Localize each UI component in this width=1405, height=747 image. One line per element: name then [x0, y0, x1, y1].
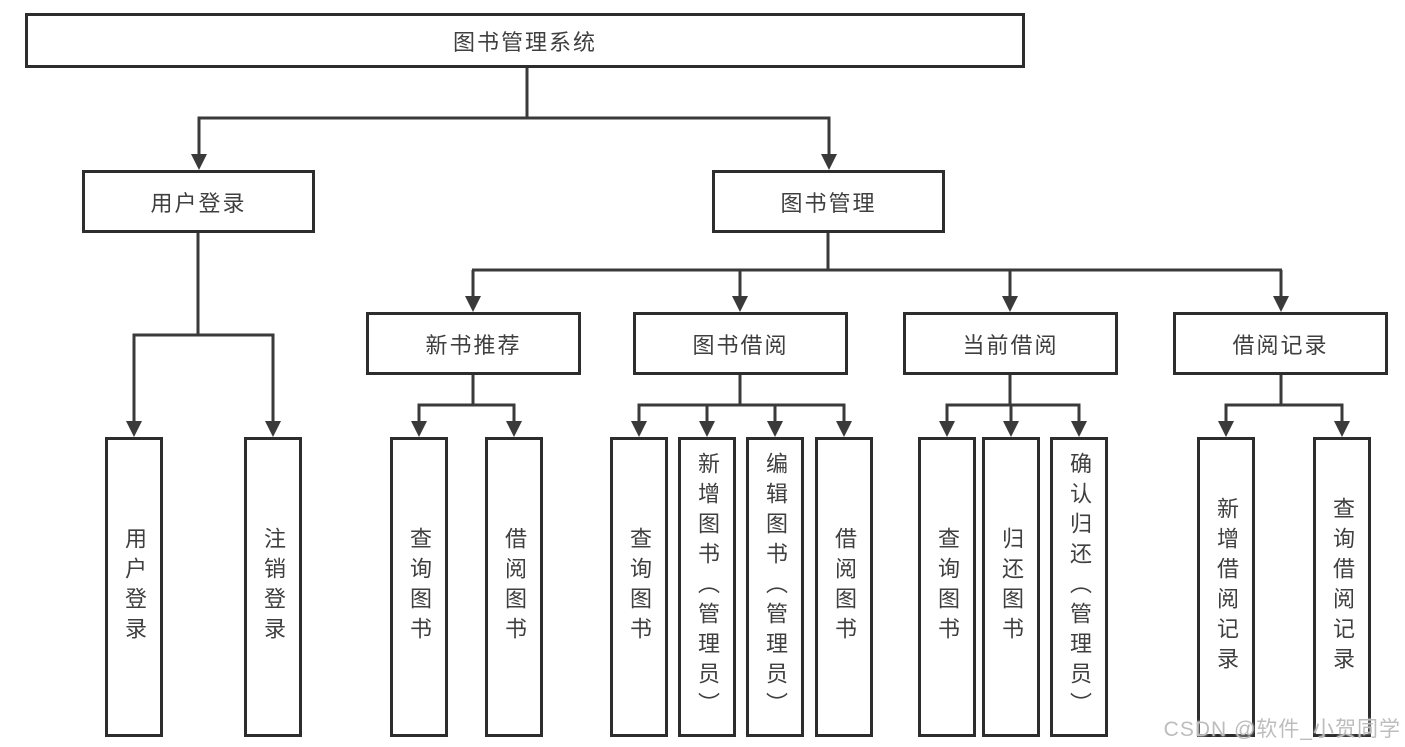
node-label: 图书借阅 — [692, 332, 789, 358]
connector-user-login-split — [126, 233, 281, 437]
node-root-system: 图书管理系统 — [25, 13, 1025, 68]
node-label: 图书管理系统 — [452, 29, 597, 55]
node-label: 借阅记录 — [1232, 332, 1329, 358]
leaf-borrow-books-2: 借阅图书 — [815, 437, 873, 737]
leaf-edit-books-admin: 编辑图书（管理员） — [746, 437, 804, 737]
node-label: 确认归还（管理员） — [1067, 452, 1092, 722]
node-book-borrowing: 图书借阅 — [633, 312, 848, 375]
node-label: 用户登录 — [150, 190, 247, 216]
node-book-management: 图书管理 — [712, 170, 945, 233]
leaf-user-login: 用户登录 — [105, 437, 163, 737]
node-label: 新书推荐 — [425, 332, 522, 358]
node-label: 借阅图书 — [502, 527, 527, 647]
node-label: 查询图书 — [935, 527, 960, 647]
node-label: 查询图书 — [627, 527, 652, 647]
connector-borrow-record-split — [1218, 374, 1350, 437]
connector-root-split — [191, 68, 837, 170]
node-label: 当前借阅 — [962, 332, 1059, 358]
node-label: 查询借阅记录 — [1330, 497, 1355, 677]
node-label: 图书管理 — [780, 190, 877, 216]
node-label: 查询图书 — [407, 527, 432, 647]
connector-book-borrow-split — [631, 374, 852, 437]
node-label: 新增图书（管理员） — [695, 452, 720, 722]
leaf-query-books-2: 查询图书 — [610, 437, 668, 737]
node-label: 归还图书 — [999, 527, 1024, 647]
leaf-query-books-1: 查询图书 — [390, 437, 448, 737]
node-label: 新增借阅记录 — [1214, 497, 1239, 677]
node-new-book-recommend: 新书推荐 — [366, 312, 581, 375]
leaf-confirm-return-admin: 确认归还（管理员） — [1050, 437, 1108, 737]
leaf-query-borrow-record: 查询借阅记录 — [1313, 437, 1371, 737]
node-user-login: 用户登录 — [82, 170, 315, 233]
leaf-add-borrow-record: 新增借阅记录 — [1197, 437, 1255, 737]
node-label: 注销登录 — [261, 527, 286, 647]
leaf-return-books: 归还图书 — [982, 437, 1040, 737]
leaf-borrow-books-1: 借阅图书 — [485, 437, 543, 737]
connector-current-borrow-split — [939, 374, 1087, 437]
leaf-query-books-3: 查询图书 — [918, 437, 976, 737]
leaf-add-books-admin: 新增图书（管理员） — [678, 437, 736, 737]
node-borrowing-records: 借阅记录 — [1173, 312, 1388, 375]
leaf-logout: 注销登录 — [244, 437, 302, 737]
node-label: 借阅图书 — [832, 527, 857, 647]
node-current-borrowing: 当前借阅 — [903, 312, 1118, 375]
csdn-watermark: CSDN @软件_小贺同学 — [1163, 718, 1401, 741]
connector-new-book-split — [411, 374, 522, 437]
node-label: 编辑图书（管理员） — [763, 452, 788, 722]
connector-book-mgmt-split — [465, 233, 1289, 312]
node-label: 用户登录 — [122, 527, 147, 647]
